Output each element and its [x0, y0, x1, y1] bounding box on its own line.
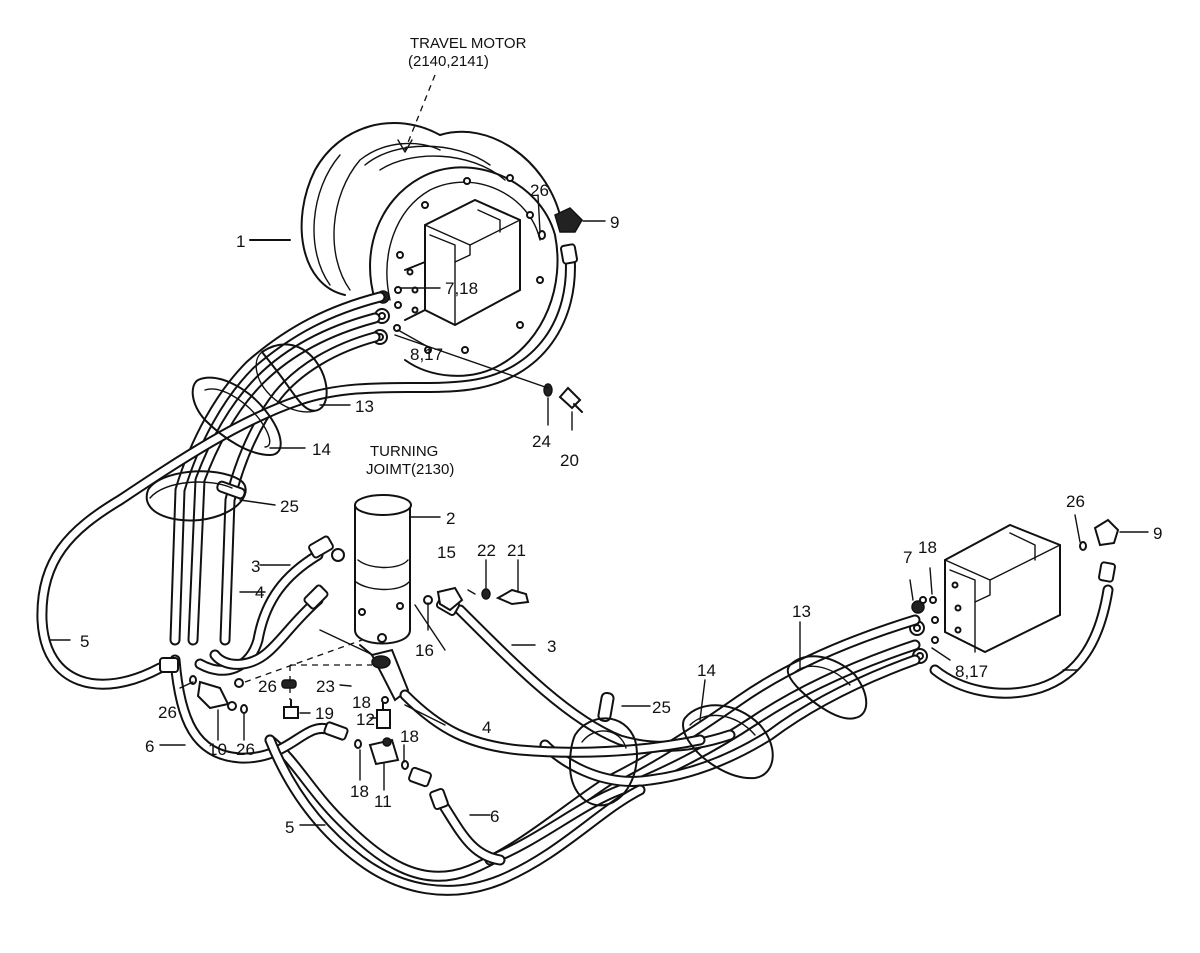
label-26-upper: 26 [530, 181, 549, 200]
label-18-lower: 18 [400, 727, 419, 746]
part-19-bolt [283, 699, 299, 719]
label-8-17-right: 8,17 [955, 662, 988, 681]
o-rings [189, 596, 927, 770]
part-21-bolt [495, 588, 530, 606]
label-18-center: 18 [352, 693, 371, 712]
label-16: 16 [415, 641, 434, 660]
label-22: 22 [477, 541, 496, 560]
hose-4-right [399, 689, 706, 758]
clamp-13-lower [786, 655, 868, 720]
clamp-14-upper [191, 376, 282, 456]
turning-joint-caption-line1: TURNING [370, 443, 438, 460]
hose-3-left [194, 549, 324, 676]
label-26-center: 26 [258, 677, 277, 696]
label-4-right: 4 [482, 718, 491, 737]
label-7-18: 7,18 [445, 279, 478, 298]
label-8-17-upper: 8,17 [410, 345, 443, 364]
part-9-upper [554, 207, 583, 233]
part-26-right [1079, 541, 1087, 551]
hose-3-right [454, 604, 736, 752]
label-13-lower: 13 [792, 602, 811, 621]
label-19: 19 [315, 704, 334, 723]
label-14-lower: 14 [697, 661, 716, 680]
label-26-right: 26 [1066, 492, 1085, 511]
label-9-right: 9 [1153, 524, 1162, 543]
part-11-tee [368, 737, 400, 766]
label-18-bottom: 18 [350, 782, 369, 801]
label-10: 10 [208, 740, 227, 759]
clamp-25-upper [145, 470, 247, 522]
travel-motor [300, 121, 561, 377]
hose-bundle-lower-right [264, 614, 921, 882]
label-20: 20 [560, 451, 579, 470]
label-3-right: 3 [547, 637, 556, 656]
right-valve-block [944, 523, 1061, 654]
label-26-lower: 26 [236, 740, 255, 759]
travel-motor-caption-line1: TRAVEL MOTOR [410, 35, 527, 52]
label-11: 11 [374, 792, 392, 811]
label-26-left: 26 [158, 703, 177, 722]
label-25-lower: 25 [652, 698, 671, 717]
label-3-left: 3 [251, 557, 260, 576]
label-1: 1 [236, 232, 245, 251]
label-18-right: 18 [918, 538, 937, 557]
clamp-25-lower [569, 717, 638, 807]
label-24: 24 [532, 432, 551, 451]
hose-6 [169, 654, 506, 866]
hose-4-left [209, 594, 324, 670]
right-fittings [909, 596, 939, 664]
label-13-upper: 13 [355, 397, 374, 416]
turning-joint [354, 494, 412, 702]
label-21: 21 [507, 541, 526, 560]
label-25-upper: 25 [280, 497, 299, 516]
part-24-washer [543, 383, 553, 397]
label-6-right: 6 [490, 807, 499, 826]
clamp-13-upper [255, 343, 328, 413]
clamp-14-lower [682, 704, 774, 780]
turning-joint-caption-line2: JOIMT(2130) [366, 461, 454, 478]
label-4-left: 4 [255, 583, 264, 602]
label-12: 12 [356, 710, 375, 729]
part-22-washer [481, 588, 491, 600]
part-12-fitting [376, 699, 391, 729]
label-2: 2 [446, 509, 455, 528]
label-5-left: 5 [80, 632, 89, 651]
motor-valve-block [404, 198, 521, 327]
part-26-upper [538, 230, 546, 240]
label-7: 7 [903, 548, 912, 567]
part-20-bolt [558, 386, 583, 413]
part-9-lower [1093, 518, 1120, 547]
label-5-bottom: 5 [285, 818, 294, 837]
part-23-plug [281, 679, 297, 689]
hose-5-right [264, 584, 1114, 896]
leader-lines [49, 74, 1149, 826]
label-15: 15 [437, 543, 456, 562]
label-14-upper: 14 [312, 440, 331, 459]
label-6-left: 6 [145, 737, 154, 756]
part-10-adapter [196, 680, 237, 711]
label-9-upper: 9 [610, 213, 619, 232]
travel-motor-caption-line2: (2140,2141) [408, 53, 489, 70]
label-23: 23 [316, 677, 335, 696]
